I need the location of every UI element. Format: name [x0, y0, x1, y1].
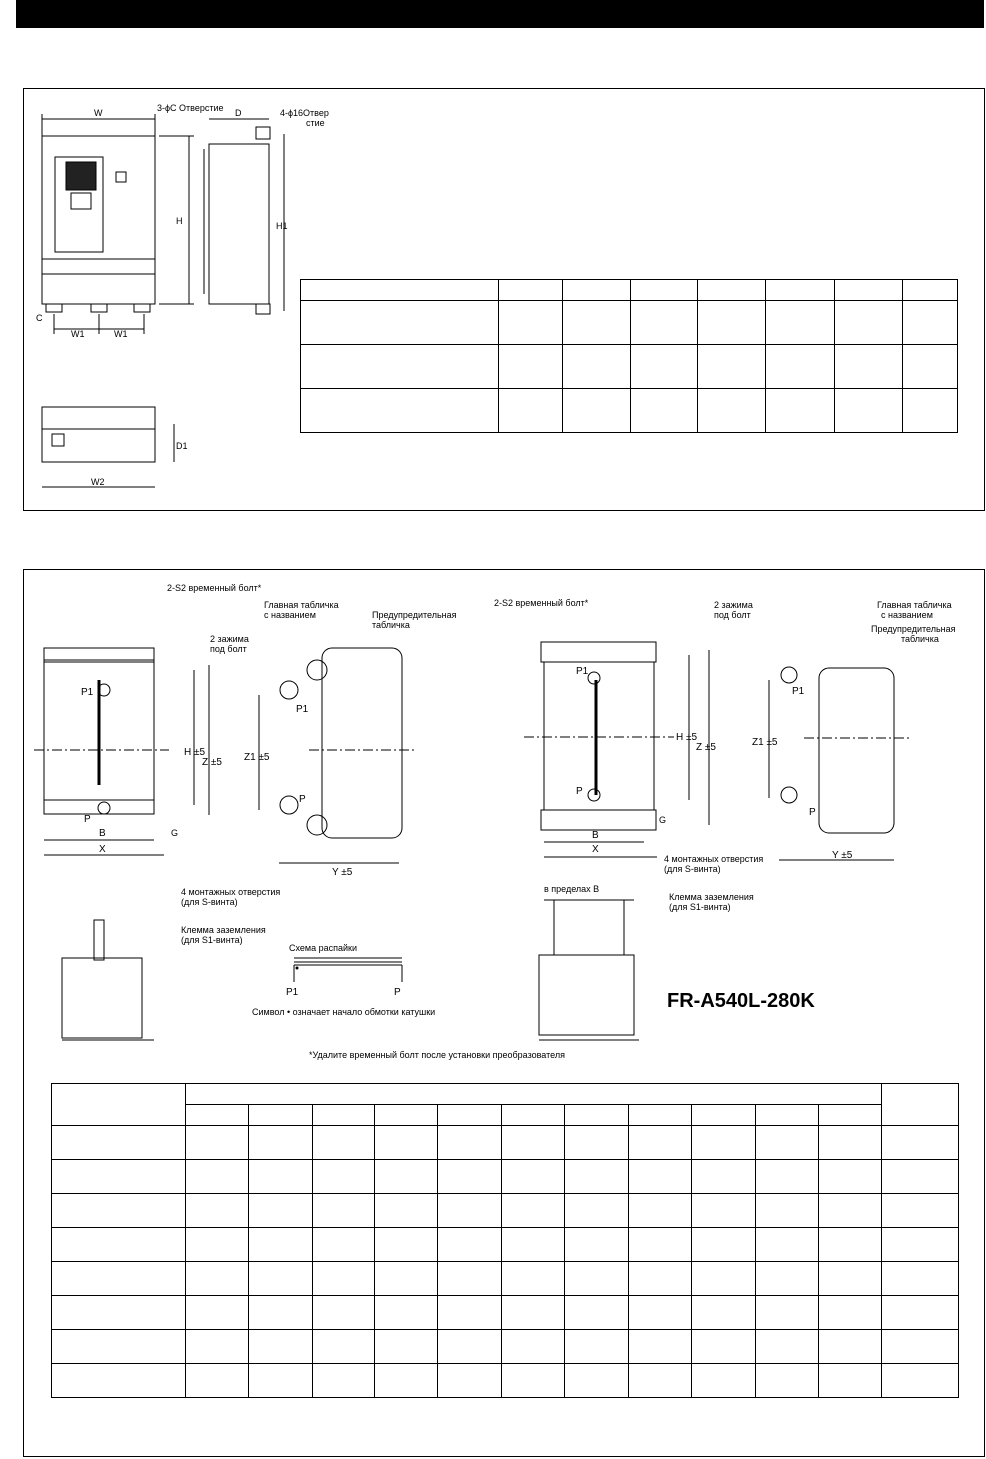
reactor-dimensions-panel: 2-S2 временный болт* Главная табличка с … [23, 569, 985, 1457]
label-p1-d: P1 [792, 686, 805, 697]
label-mount-left-2: (для S-винта) [181, 897, 238, 907]
label-x-right: X [592, 844, 599, 855]
reactor-right-lower [538, 954, 635, 1036]
label-warning-left-2: табличка [372, 620, 410, 630]
label-bolt-right: 2-S2 временный болт* [494, 598, 589, 608]
inverter-bottom-outline [41, 406, 156, 463]
reactor-drawing: 2-S2 временный болт* Главная табличка с … [34, 583, 956, 1060]
label-z5: Z ±5 [202, 757, 222, 768]
label-nameplate-left-1: Главная табличка [264, 600, 339, 610]
table-row [51, 1227, 959, 1262]
inverter-dimensions-table [299, 279, 959, 433]
reactor-dimensions-table [51, 1083, 959, 1398]
label-nameplate-left-2: с названием [264, 610, 316, 620]
label-z1-5-r: Z1 ±5 [752, 737, 778, 748]
label-p-b: P [299, 794, 306, 805]
table-row [299, 300, 959, 345]
label-warning-left-1: Предупредительная [372, 610, 457, 620]
label-h1: H1 [276, 221, 288, 231]
label-p1-b: P1 [296, 704, 309, 715]
label-clamps-left-2: под болт [210, 644, 247, 654]
label-holes-c: 3-ϕC Отверстие [157, 103, 224, 113]
label-p-d: P [809, 807, 816, 818]
label-w2: W2 [91, 477, 105, 487]
label-within-b: в пределах B [544, 884, 599, 894]
label-nameplate-right-1: Главная табличка [877, 600, 952, 610]
footnote: *Удалите временный болт после установки … [309, 1050, 565, 1060]
label-d1: D1 [176, 441, 188, 451]
table-row [299, 344, 959, 389]
label-h: H [176, 216, 183, 226]
label-p-a: P [84, 814, 91, 825]
label-holes16-1: 4-ϕ16Отвер [280, 108, 329, 118]
label-ground-left-2: (для S1-винта) [181, 935, 243, 945]
label-x-left: X [99, 844, 106, 855]
label-ground-right-1: Клемма заземления [669, 892, 754, 902]
label-z5-r: Z ±5 [696, 742, 716, 753]
label-h5-r: H ±5 [676, 732, 697, 743]
label-scheme-symbol: Символ • означает начало обмотки катушки [252, 1007, 435, 1017]
label-clamps-left-1: 2 зажима [210, 634, 249, 644]
table-row [51, 1295, 959, 1330]
label-clamps-right-1: 2 зажима [714, 600, 753, 610]
label-mount-left-1: 4 монтажных отверстия [181, 887, 280, 897]
label-ground-right-2: (для S1-винта) [669, 902, 731, 912]
label-w: W [94, 108, 103, 118]
reactor-right-side [818, 667, 895, 834]
table-row [51, 1261, 959, 1296]
label-warning-right-1: Предупредительная [871, 624, 956, 634]
label-z1-5: Z1 ±5 [244, 752, 270, 763]
label-scheme-title: Схема распайки [289, 943, 357, 953]
label-w1a: W1 [71, 329, 85, 339]
table-row [51, 1329, 959, 1364]
table-row [51, 1363, 959, 1398]
label-bolt-left: 2-S2 временный болт* [167, 583, 262, 593]
table-row [51, 1193, 959, 1228]
label-y-left: Y ±5 [332, 867, 353, 878]
label-p1-c: P1 [576, 666, 589, 677]
label-holes16-2: стие [306, 118, 325, 128]
model-title: FR-A540L-280K [667, 990, 815, 1012]
table-row [52, 1104, 959, 1126]
reactor-right-body [543, 661, 655, 811]
label-h5: H ±5 [184, 747, 205, 758]
label-b-left: B [99, 828, 106, 839]
label-g-left: G [171, 828, 178, 838]
label-nameplate-right-2: с названием [881, 610, 933, 620]
label-d: D [235, 108, 242, 118]
table-row [299, 279, 959, 301]
label-b-right: B [592, 830, 599, 841]
label-w1b: W1 [114, 329, 128, 339]
header-bar [16, 0, 984, 28]
label-ground-left-1: Клемма заземления [181, 925, 266, 935]
label-warning-right-2: табличка [901, 634, 939, 644]
label-y-right: Y ±5 [832, 850, 853, 861]
table-row [51, 1083, 959, 1126]
label-g-right: G [659, 815, 666, 825]
table-row [51, 1125, 959, 1160]
inverter-drawing: W 3-ϕC Отверстие D 4-ϕ16Отвер стие H H1 … [36, 103, 329, 488]
label-mount-right-2: (для S-винта) [664, 864, 721, 874]
label-scheme-p1: P1 [286, 987, 299, 998]
reactor-left-lower [61, 957, 143, 1039]
label-c: C [36, 313, 43, 323]
inverter-dimensions-panel: W 3-ϕC Отверстие D 4-ϕ16Отвер стие H H1 … [23, 88, 985, 511]
table-row [51, 1159, 959, 1194]
label-mount-right-1: 4 монтажных отверстия [664, 854, 763, 864]
table-row [299, 388, 959, 433]
label-scheme-p: P [394, 987, 401, 998]
reactor-left-side [321, 647, 403, 839]
label-p-c: P [576, 786, 583, 797]
inverter-front-outline [41, 135, 156, 305]
label-clamps-right-2: под болт [714, 610, 751, 620]
label-p1-a: P1 [81, 687, 94, 698]
inverter-side-outline [208, 143, 270, 305]
